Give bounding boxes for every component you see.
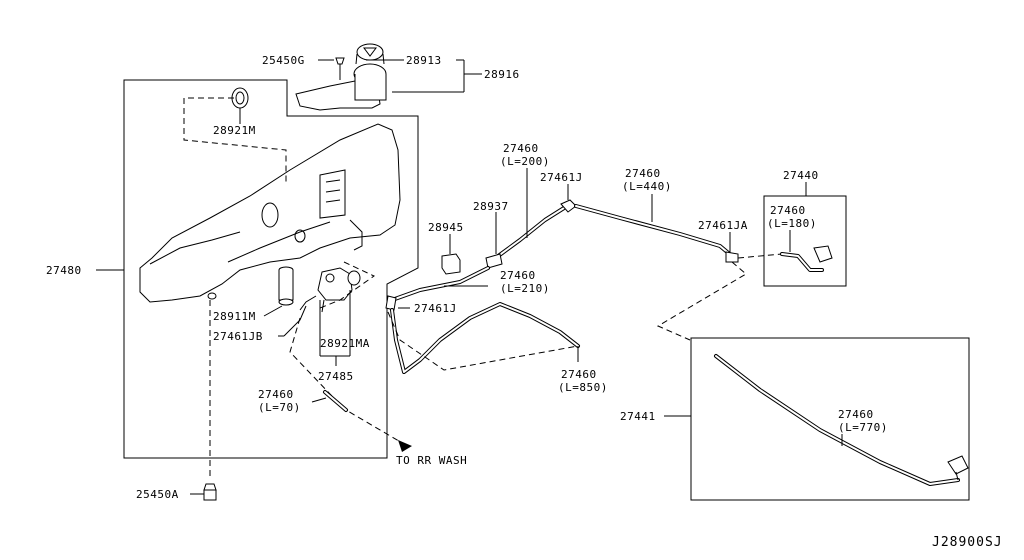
grommet-28921m bbox=[231, 87, 249, 109]
label-27461j-mid: 27461J bbox=[414, 302, 457, 315]
label-27460-l850: 27460 bbox=[561, 368, 597, 381]
label-27460-l440: 27460 bbox=[625, 167, 661, 180]
assembly-frame-27480 bbox=[123, 79, 419, 459]
box-27440 bbox=[763, 195, 847, 287]
label-l770: (L=770) bbox=[838, 421, 888, 434]
label-l210: (L=210) bbox=[500, 282, 550, 295]
bolt-25450a bbox=[203, 483, 217, 501]
box-27441 bbox=[690, 337, 970, 501]
label-28916: 28916 bbox=[484, 68, 520, 81]
screw-25450g bbox=[335, 57, 345, 80]
label-28937: 28937 bbox=[473, 200, 509, 213]
label-l70: (L=70) bbox=[258, 401, 301, 414]
label-27441: 27441 bbox=[620, 410, 656, 423]
label-25450g: 25450G bbox=[262, 54, 305, 67]
filler-neck-28916 bbox=[295, 43, 387, 111]
label-l850: (L=850) bbox=[558, 381, 608, 394]
label-27460-l180: 27460 bbox=[770, 204, 806, 217]
label-27460-l200: 27460 bbox=[503, 142, 539, 155]
label-to-rr-wash: TO RR WASH bbox=[396, 454, 467, 467]
washer-tank bbox=[139, 123, 401, 303]
label-l180: (L=180) bbox=[767, 217, 817, 230]
label-28921m: 28921M bbox=[213, 124, 256, 137]
label-28921ma: 28921MA bbox=[320, 337, 370, 350]
label-27460-l770: 27460 bbox=[838, 408, 874, 421]
label-28945: 28945 bbox=[428, 221, 464, 234]
label-28911m: 28911M bbox=[213, 310, 256, 323]
label-27461j-top: 27461J bbox=[540, 171, 583, 184]
label-27461ja: 27461JA bbox=[698, 219, 748, 232]
label-27460-l70: 27460 bbox=[258, 388, 294, 401]
pump-28921ma bbox=[299, 267, 361, 313]
filter-28911m bbox=[278, 266, 294, 306]
label-27461jb: 27461JB bbox=[213, 330, 263, 343]
label-28913: 28913 bbox=[406, 54, 442, 67]
label-27440: 27440 bbox=[783, 169, 819, 182]
label-27460-l210: 27460 bbox=[500, 269, 536, 282]
label-27480: 27480 bbox=[46, 264, 82, 277]
label-l200: (L=200) bbox=[500, 155, 550, 168]
diagram-code: J28900SJ bbox=[932, 535, 1003, 550]
label-l440: (L=440) bbox=[622, 180, 672, 193]
arrow-to-rr-wash bbox=[398, 440, 412, 452]
label-27485: 27485 bbox=[318, 370, 354, 383]
label-25450a: 25450A bbox=[136, 488, 179, 501]
